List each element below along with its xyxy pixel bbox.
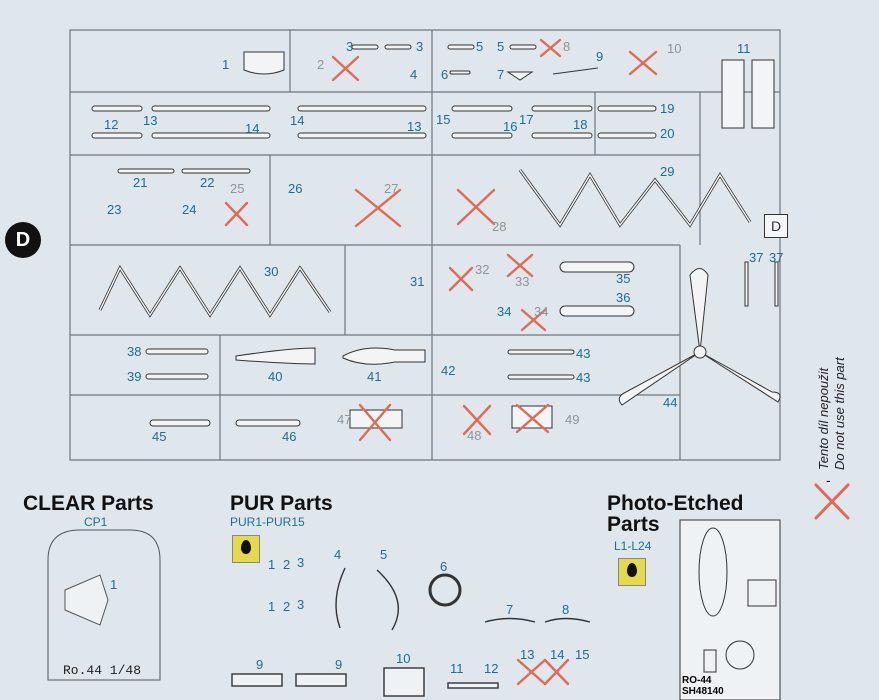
part-label-p3b: 3 [416, 39, 424, 54]
part-label-p44: 44 [663, 395, 678, 410]
part-label-p40: 40 [268, 369, 283, 384]
part-label-p35: 35 [616, 271, 631, 286]
part-label-p39: 39 [127, 369, 142, 384]
clear-parts-title: CLEAR Parts [23, 492, 154, 515]
pe-fret-label-2: SH48140 [682, 686, 724, 697]
part-label-p2: 2 [317, 57, 325, 72]
pur-label-11: 11 [450, 661, 464, 676]
part-label-p34b: 34 [534, 304, 549, 319]
part-label-p29: 29 [660, 164, 675, 179]
part-label-p45: 45 [152, 429, 167, 444]
part-label-p15: 15 [436, 112, 451, 127]
part-label-p24: 24 [182, 202, 197, 217]
part-label-p1: 1 [222, 57, 230, 72]
part-label-p13b: 13 [407, 119, 422, 134]
part-label-p37a: 37 [749, 250, 764, 265]
pur-label-12: 12 [484, 661, 499, 676]
pur-label-5: 5 [380, 547, 388, 562]
part-label-p12: 12 [104, 117, 119, 132]
pur-label-9a: 9 [256, 657, 264, 672]
part-label-p33: 33 [515, 274, 530, 289]
part-label-p38: 38 [127, 344, 142, 359]
pur-label-2b: 2 [283, 599, 291, 614]
part-label-p26: 26 [288, 181, 303, 196]
part-label-p6: 6 [441, 67, 449, 82]
part-label-p36: 36 [616, 290, 631, 305]
part-label-p4: 4 [410, 67, 418, 82]
part-label-p5b: 5 [497, 39, 505, 54]
pur-label-1a: 1 [268, 557, 276, 572]
part-label-p32: 32 [475, 262, 490, 277]
part-label-p43a: 43 [576, 346, 591, 361]
part-label-p14a: 14 [245, 121, 260, 136]
pur-label-14: 14 [550, 647, 565, 662]
resin-icon [232, 535, 260, 563]
part-label-p25: 25 [230, 181, 245, 196]
part-label-p47: 47 [337, 412, 352, 427]
part-label-p49: 49 [565, 412, 580, 427]
pur-parts-code: PUR1-PUR15 [230, 515, 305, 529]
pe-parts-title-2: Parts [607, 513, 660, 536]
part-label-p37b: 37 [769, 250, 784, 265]
legend-dash: - [826, 472, 831, 488]
part-label-p46: 46 [282, 429, 297, 444]
part-label-p13a: 13 [143, 113, 158, 128]
pur-label-1b: 1 [268, 599, 276, 614]
pur-label-4: 4 [334, 547, 342, 562]
part-label-p16: 16 [503, 119, 518, 134]
sprue-letter-badge: D [5, 222, 41, 258]
pe-parts-title-1: Photo-Etched [607, 492, 744, 515]
pe-resin-icon [618, 558, 646, 586]
part-label-p23: 23 [107, 202, 122, 217]
part-label-p11: 11 [737, 41, 751, 56]
part-label-p27: 27 [384, 181, 399, 196]
pur-label-10: 10 [396, 651, 411, 666]
pur-label-13: 13 [520, 647, 535, 662]
part-label-p31: 31 [410, 274, 425, 289]
part-label-p3a: 3 [346, 39, 354, 54]
part-label-p17: 17 [519, 112, 534, 127]
pur-label-2a: 2 [283, 557, 291, 572]
pe-parts-code: L1-L24 [614, 539, 652, 553]
part-label-p30: 30 [264, 264, 279, 279]
part-label-p48: 48 [467, 428, 482, 443]
part-label-p34a: 34 [497, 304, 512, 319]
pur-label-15: 15 [575, 647, 590, 662]
clear-part-label: 1 [110, 577, 118, 592]
pur-label-9b: 9 [335, 657, 343, 672]
part-label-p28: 28 [492, 219, 507, 234]
part-label-p43b: 43 [576, 370, 591, 385]
pe-fret-label-1: RO-44 [682, 675, 712, 686]
part-label-p10: 10 [667, 41, 682, 56]
part-label-p42: 42 [441, 363, 456, 378]
part-label-p9: 9 [596, 49, 604, 64]
legend-en: Do not use this part [832, 357, 847, 470]
part-label-p8: 8 [563, 39, 571, 54]
part-label-p5a: 5 [476, 39, 484, 54]
part-label-p21: 21 [133, 175, 148, 190]
part-label-p7: 7 [497, 67, 505, 82]
clear-frame-label: Ro.44 1/48 [63, 663, 142, 678]
pur-label-6: 6 [440, 559, 448, 574]
pur-label-7: 7 [506, 602, 514, 617]
part-label-p20: 20 [660, 126, 675, 141]
sprue-tag: D [764, 214, 788, 238]
part-label-p14b: 14 [290, 113, 305, 128]
pur-label-3a: 3 [297, 555, 305, 570]
legend-cz: Tento díl nepoužit [816, 367, 831, 470]
part-label-p22: 22 [200, 175, 215, 190]
part-label-p19: 19 [660, 101, 675, 116]
pur-label-3b: 3 [297, 597, 305, 612]
clear-parts-code: CP1 [84, 515, 108, 529]
pur-label-8: 8 [562, 602, 570, 617]
pur-parts-title: PUR Parts [230, 492, 333, 515]
part-label-p18: 18 [573, 117, 588, 132]
part-label-p41: 41 [367, 369, 382, 384]
